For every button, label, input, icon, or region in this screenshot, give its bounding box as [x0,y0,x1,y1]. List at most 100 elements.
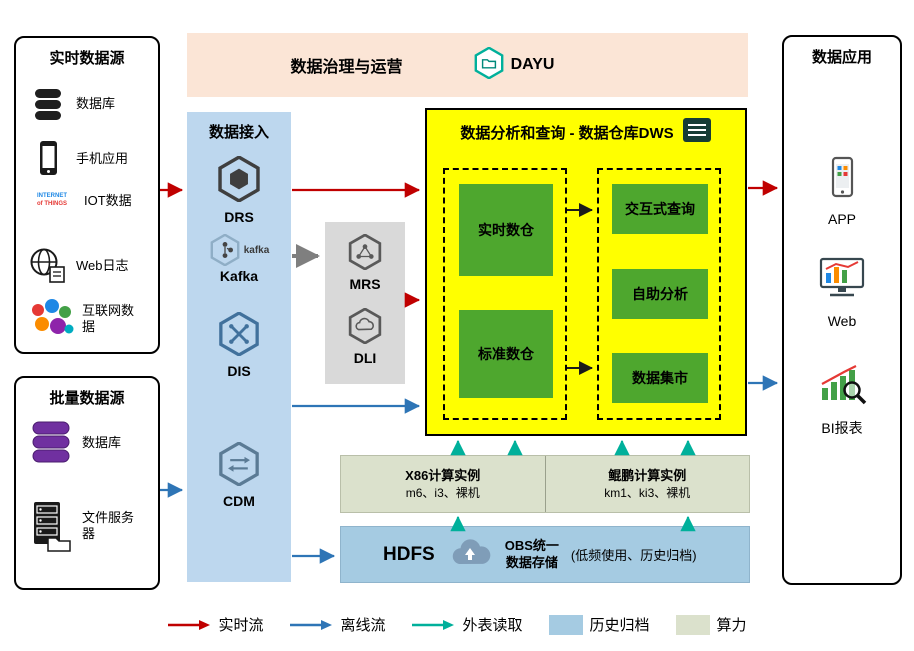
service-dli: DLI [325,307,405,366]
service-label: DLI [353,350,377,366]
governance-title: 数据治理与运营 [290,59,403,76]
mobile-phone-icon [28,138,68,180]
archive-swatch [548,614,583,635]
kunpeng-compute: 鲲鹏计算实例 km1、ki3、裸机 [546,456,750,512]
legend-archive: 历史归档 [548,614,650,635]
kunpeng-spec: km1、ki3、裸机 [604,485,691,500]
web-monitor-icon [816,255,868,308]
iot-icon-text: of THINGS [37,201,67,208]
list-item: Web日志 [28,246,152,286]
dws-title-row: 数据分析和查询 - 数据仓库DWS [427,117,745,148]
dws-title: 数据分析和查询 - 数据仓库DWS [460,125,674,142]
list-item: 文件服务器 [28,500,152,552]
dli-icon [347,307,383,349]
red-arrow-icon [168,619,211,630]
legend: 实时流 离线流 外表读取 历史归档 算力 [0,614,914,635]
source-label: IOT数据 [84,193,132,208]
legend-offline-flow: 离线流 [289,614,385,635]
dayu-label: DAYU [510,56,555,73]
source-label: 手机应用 [76,150,129,166]
legend-external-read: 外表读取 [411,614,523,635]
ingestion-title: 数据接入 [208,124,269,141]
service-mrs: MRS [325,233,405,292]
dayu-icon [473,45,505,84]
dis-icon [217,311,261,361]
document-icon [682,117,712,148]
service-cdm: CDM [187,441,291,509]
dayu-product: DAYU [473,45,555,84]
applications-title: 数据应用 [811,49,872,66]
web-log-icon [28,246,68,286]
list-item: 数据库 [28,418,152,468]
database-purple-icon [28,418,74,468]
obs-cloud-icon [447,536,493,573]
warehouse-left-group: 实时数仓 标准数仓 [443,168,567,420]
legend-label: 离线流 [340,617,386,634]
obs-title: OBS统一 数据存储 [505,538,559,571]
obs-title-line1: OBS统一 [504,538,559,554]
app-label: APP [827,211,856,227]
batch-sources-panel: 批量数据源 数据库 文件服务器 [14,376,160,590]
governance-bar: 数据治理与运营 DAYU [187,33,748,97]
legend-compute-power: 算力 [675,614,747,635]
middleware-box: MRS DLI [325,222,405,384]
teal-arrow-icon [412,619,455,630]
kunpeng-title: 鲲鹏计算实例 [608,468,687,484]
data-warehouse-dws-box: 数据分析和查询 - 数据仓库DWS 实时数仓 标准数仓 交互式查询 自助分析 数… [425,108,747,436]
x86-spec: m6、i3、裸机 [405,485,480,500]
compute-swatch [675,614,710,635]
app-label: Web [827,313,857,329]
realtime-sources-title: 实时数据源 [49,50,125,67]
app-item: APP [784,155,900,227]
obs-note: (低频使用、历史归档) [570,548,697,563]
batch-sources-title: 批量数据源 [49,390,125,407]
list-item: 数据库 [28,84,152,124]
app-item: Web [784,255,900,329]
obs-title-line2: 数据存储 [505,554,558,570]
legend-realtime-flow: 实时流 [167,614,263,635]
list-item: INTERNET of THINGS IOT数据 [28,193,152,209]
cdm-icon [217,441,261,491]
drs-icon [216,155,262,207]
module-standard-warehouse: 标准数仓 [459,310,553,398]
service-label: DRS [224,209,254,225]
app-phone-icon [822,155,862,206]
internet-data-icon [28,298,74,340]
service-label: CDM [223,493,255,509]
service-label: Kafka [219,268,259,284]
bi-report-icon [816,360,868,413]
service-drs: DRS [187,155,291,225]
module-self-service-analysis: 自助分析 [612,269,708,319]
storage-box: HDFS OBS统一 数据存储 (低频使用、历史归档) [340,526,750,583]
hdfs-label: HDFS [383,543,435,565]
module-realtime-warehouse: 实时数仓 [459,184,553,276]
realtime-sources-panel: 实时数据源 数据库 手机应用 INTERNET of THINGS IOT数据 [14,36,160,354]
app-item: BI报表 [784,360,900,438]
source-label: Web日志 [76,257,129,273]
app-label: BI报表 [821,420,863,436]
source-label: 数据库 [82,434,122,450]
iot-icon-text: INTERNET [37,193,67,200]
module-interactive-query: 交互式查询 [612,184,708,234]
source-label: 文件服务器 [82,509,135,541]
x86-title: X86计算实例 [405,468,481,484]
service-label: DIS [227,363,251,379]
legend-label: 算力 [716,617,747,634]
source-label: 数据库 [76,95,116,111]
service-kafka: kafka Kafka [187,234,291,284]
legend-label: 实时流 [218,617,264,634]
file-server-icon [28,500,74,552]
mrs-icon [347,233,383,275]
warehouse-right-group: 交互式查询 自助分析 数据集市 [597,168,721,420]
kafka-icon: kafka [209,234,270,266]
service-dis: DIS [187,311,291,379]
list-item: 互联网数据 [28,298,152,340]
list-item: 手机应用 [28,138,152,180]
kafka-wordmark: kafka [243,244,270,256]
iot-icon: INTERNET of THINGS [28,193,76,209]
legend-label: 外表读取 [462,617,523,634]
compute-instances-box: X86计算实例 m6、i3、裸机 鲲鹏计算实例 km1、ki3、裸机 [340,455,750,513]
module-data-mart: 数据集市 [612,353,708,403]
data-ingestion-column: 数据接入 DRS kafka Kafka DIS CDM [187,112,291,582]
